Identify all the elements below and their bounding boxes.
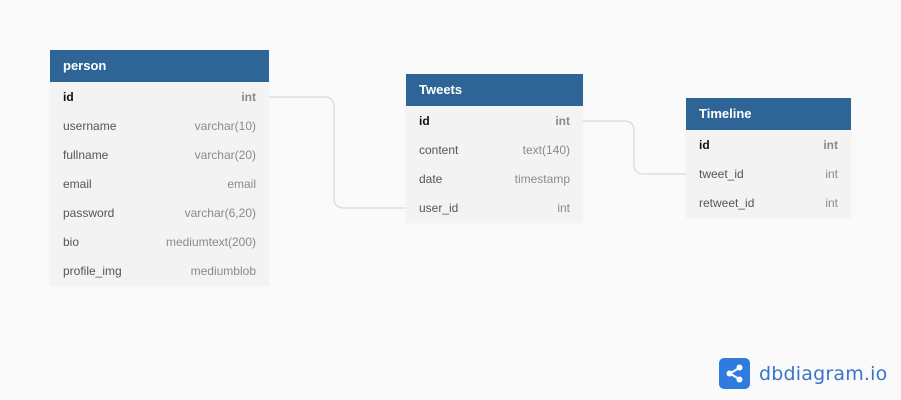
table-person[interactable]: person id int username varchar(10) fulln… xyxy=(50,50,269,285)
field-name: date xyxy=(419,171,443,186)
share-nodes-icon xyxy=(719,358,750,389)
table-header[interactable]: Tweets xyxy=(406,74,583,106)
field-type: email xyxy=(227,176,256,191)
field-type: int xyxy=(557,200,570,215)
field-row-fullname[interactable]: fullname varchar(20) xyxy=(50,140,269,169)
field-type: int xyxy=(241,89,256,104)
field-type: int xyxy=(825,195,838,210)
field-row-date[interactable]: date timestamp xyxy=(406,164,583,193)
table-header[interactable]: Timeline xyxy=(686,98,851,130)
table-header[interactable]: person xyxy=(50,50,269,82)
field-type: mediumtext(200) xyxy=(165,234,256,249)
field-row-id[interactable]: id int xyxy=(406,106,583,135)
field-name: retweet_id xyxy=(699,195,755,210)
field-row-content[interactable]: content text(140) xyxy=(406,135,583,164)
brand-text: dbdiagram.io xyxy=(759,362,888,385)
field-type: mediumblob xyxy=(190,263,256,278)
field-row-bio[interactable]: bio mediumtext(200) xyxy=(50,227,269,256)
field-name: id xyxy=(63,89,74,104)
field-name: user_id xyxy=(419,200,459,215)
field-name: id xyxy=(699,137,710,152)
field-name: content xyxy=(419,142,459,157)
field-type: int xyxy=(555,113,570,128)
field-type: varchar(20) xyxy=(194,147,256,162)
field-type: timestamp xyxy=(514,171,570,186)
field-name: email xyxy=(63,176,92,191)
field-name: id xyxy=(419,113,430,128)
field-name: tweet_id xyxy=(699,166,744,181)
field-name: username xyxy=(63,118,117,133)
field-name: profile_img xyxy=(63,263,122,278)
table-tweets[interactable]: Tweets id int content text(140) date tim… xyxy=(406,74,583,222)
field-type: int xyxy=(825,166,838,181)
relation-tweets-id-to-timeline-tweet-id[interactable] xyxy=(583,120,686,175)
field-row-email[interactable]: email email xyxy=(50,169,269,198)
relation-person-id-to-tweets-user-id[interactable] xyxy=(269,96,406,209)
dbdiagram-brand-link[interactable]: dbdiagram.io xyxy=(719,358,887,389)
field-row-profile-img[interactable]: profile_img mediumblob xyxy=(50,256,269,285)
field-type: int xyxy=(823,137,838,152)
table-timeline[interactable]: Timeline id int tweet_id int retweet_id … xyxy=(686,98,851,217)
field-name: bio xyxy=(63,234,80,249)
field-row-id[interactable]: id int xyxy=(686,130,851,159)
field-row-user-id[interactable]: user_id int xyxy=(406,193,583,222)
field-row-password[interactable]: password varchar(6,20) xyxy=(50,198,269,227)
field-row-tweet-id[interactable]: tweet_id int xyxy=(686,159,851,188)
field-type: text(140) xyxy=(522,142,570,157)
field-row-retweet-id[interactable]: retweet_id int xyxy=(686,188,851,217)
field-row-username[interactable]: username varchar(10) xyxy=(50,111,269,140)
field-type: varchar(6,20) xyxy=(184,205,256,220)
field-type: varchar(10) xyxy=(194,118,256,133)
field-name: password xyxy=(63,205,115,220)
field-row-id[interactable]: id int xyxy=(50,82,269,111)
field-name: fullname xyxy=(63,147,109,162)
